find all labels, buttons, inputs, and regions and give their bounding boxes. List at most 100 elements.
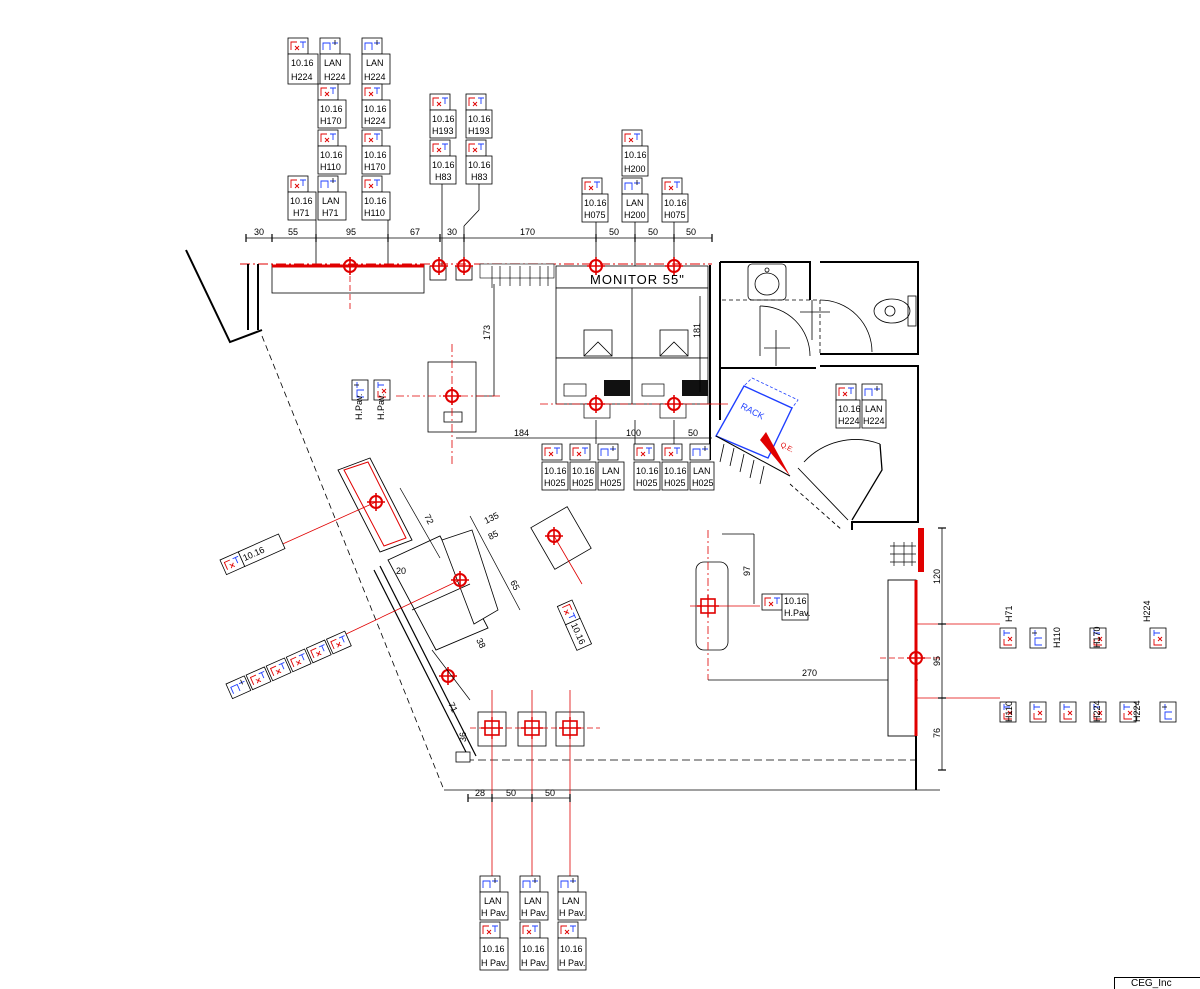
dim-label: 95 (932, 656, 942, 666)
washroom (722, 263, 917, 366)
center-right-pod: 10.16 H.Pav. (690, 530, 918, 681)
tag-height: H170 (364, 162, 386, 172)
tag-socket: 10.16 (664, 466, 687, 476)
tag-socket: 10.16 (482, 944, 505, 954)
monitor-desk: MONITOR 55" (479, 256, 712, 419)
tag-socket: 10.16 (364, 104, 387, 114)
top-counter (271, 256, 474, 310)
tag-height: H83 (435, 172, 452, 182)
tag-height: H224 (838, 416, 860, 426)
tag-lan: LAN (693, 466, 711, 476)
tag-socket: 10.16 (291, 58, 314, 68)
qe-label: Q.E. (779, 442, 795, 455)
diagonal-tags: 10.16 10.16 (219, 533, 593, 700)
tag-lan: LAN (322, 196, 340, 206)
dim-label: 55 (288, 227, 298, 237)
tag-height: H075 (584, 210, 606, 220)
tag-height: H110 (1004, 701, 1014, 722)
tag-socket: 10.16 (364, 196, 387, 206)
tag-height: H.Pav. (354, 394, 364, 420)
dim-label: 170 (520, 227, 535, 237)
tag-socket: 10.16 (560, 944, 583, 954)
tag-lan: LAN (602, 466, 620, 476)
tag-height: H71 (1004, 605, 1014, 622)
dim-label: 120 (932, 569, 942, 584)
tag-socket: 10.16 (432, 114, 455, 124)
tag-height: H224 (291, 72, 313, 82)
tag-height: H224 (1142, 600, 1152, 622)
dim-label: 38 (474, 636, 487, 649)
tag-height: H71 (322, 208, 339, 218)
dim-label: 173 (482, 325, 492, 340)
dim-label: 72 (422, 512, 435, 525)
tag-height: H193 (432, 126, 454, 136)
desk-tags: 10.16 10.16 LAN 10.16 10.16 LAN H025 H02… (541, 443, 715, 491)
tag-socket: 10.16 (468, 114, 491, 124)
tag-height: H170 (1092, 626, 1102, 648)
diagonal-desks (337, 457, 592, 701)
dim-label: 85 (486, 528, 499, 541)
tag-socket: 10.16 (432, 160, 455, 170)
tag-height: H025 (692, 478, 714, 488)
tag-socket: 10.16 (584, 198, 607, 208)
tag-height: H Pav. (481, 908, 507, 918)
tag-height: H Pav. (559, 958, 585, 968)
tag-lan: LAN (324, 58, 342, 68)
dim-label: 97 (742, 566, 752, 576)
dim-label: 76 (932, 728, 942, 738)
dim-label: 71 (446, 700, 459, 713)
tag-lan: LAN (366, 58, 384, 68)
tag-height: H224 (364, 116, 386, 126)
dim-label: 181 (692, 323, 702, 338)
right-counter (880, 527, 1000, 790)
dim-label: 270 (802, 668, 817, 678)
tag-socket: 10.16 (320, 150, 343, 160)
tag-height: H025 (636, 478, 658, 488)
tag-height: H83 (471, 172, 488, 182)
tag-height: H025 (664, 478, 686, 488)
monitor-label: MONITOR 55" (590, 272, 685, 287)
dim-label: 50 (609, 227, 619, 237)
door (789, 439, 883, 531)
dim-label: 50 (688, 428, 698, 438)
tag-socket: 10.16 (636, 466, 659, 476)
rack-tags: 10.16 LAN H224 H224 (835, 383, 887, 429)
dim-label: 65 (508, 578, 521, 591)
dim-label: 100 (626, 428, 641, 438)
tag-height: H110 (1052, 627, 1062, 648)
tag-height: H110 (320, 162, 341, 172)
tag-height: H170 (320, 116, 342, 126)
tag-height: H Pav. (481, 958, 507, 968)
dim-label: 50 (686, 227, 696, 237)
tag-height: H.Pav. (376, 394, 386, 420)
dim-label: 50 (648, 227, 658, 237)
tag-lan: LAN (626, 198, 644, 208)
tag-socket: 10.16 (784, 596, 807, 606)
tag-socket: 10.16 (838, 404, 861, 414)
tag-socket: 10.16 (572, 466, 595, 476)
rack: RACK Q.E. (708, 377, 799, 485)
bottom-tags: LAN LAN LAN H Pav. H Pav. H Pav. 10.16 1… (479, 875, 587, 971)
tag-lan: LAN (484, 896, 502, 906)
tag-lan: LAN (865, 404, 883, 414)
diagonal-wall (261, 335, 940, 791)
tag-height: H Pav. (521, 958, 547, 968)
tag-lan: LAN (524, 896, 542, 906)
tag-socket: 10.16 (664, 198, 687, 208)
tag-height: H110 (364, 208, 385, 218)
tag-socket: 10.16 (364, 150, 387, 160)
tag-height: H Pav. (559, 908, 585, 918)
dim-label: 50 (545, 788, 555, 798)
tag-lan: LAN (562, 896, 580, 906)
dim-label: 50 (506, 788, 516, 798)
right-tags (999, 627, 1177, 723)
dim-label: 20 (396, 566, 406, 576)
left-pod (351, 344, 500, 464)
dim-label: 28 (475, 788, 485, 798)
title-block: CEG_Inc (1114, 977, 1200, 989)
tag-socket: 10.16 (468, 160, 491, 170)
tag-height: H224 (863, 416, 885, 426)
walls (185, 249, 919, 530)
dim-label: 67 (410, 227, 420, 237)
dim-label: 184 (514, 428, 529, 438)
